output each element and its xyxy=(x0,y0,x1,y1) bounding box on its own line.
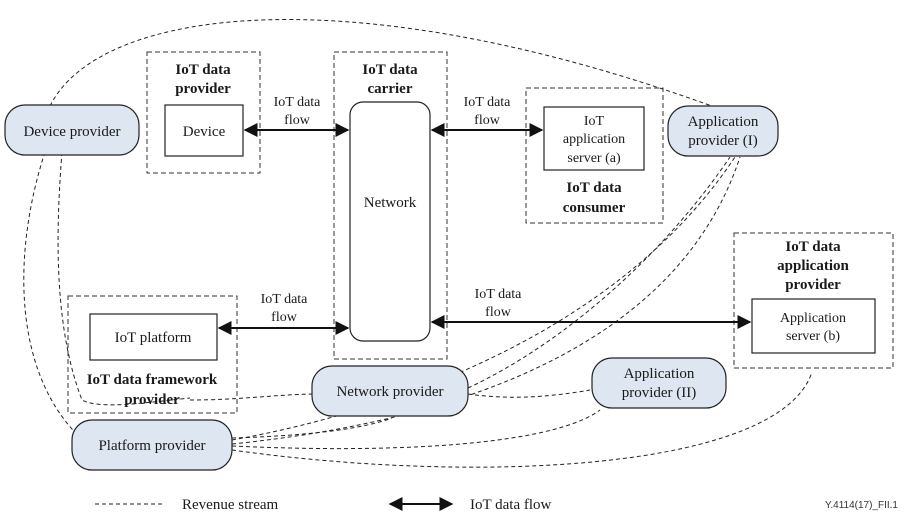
iot-platform-box xyxy=(89,313,218,361)
data-flows xyxy=(217,123,752,335)
app-provider-1-box xyxy=(667,105,779,157)
group-title-carrier-2: carrier xyxy=(368,81,413,97)
app-provider-1-label-2: provider (I) xyxy=(688,133,758,149)
group-box-provider xyxy=(146,51,261,174)
device-provider-label: Device provider xyxy=(23,124,120,140)
figure-id: Y.4114(17)_FII.1 xyxy=(825,500,898,511)
group-box-application-provider xyxy=(733,232,894,369)
app-server-b-label-2: server (b) xyxy=(786,329,840,344)
flow-label-network-server-a-2: flow xyxy=(474,113,501,128)
platform-provider-box xyxy=(71,419,233,471)
legend-flow-label: IoT data flow xyxy=(470,497,552,513)
group-title-carrier-1: IoT data xyxy=(362,62,418,78)
group-title-provider-1: IoT data xyxy=(175,62,231,78)
iot-app-server-a-box xyxy=(543,106,645,171)
network-label: Network xyxy=(364,195,417,211)
app-provider-2-label-2: provider (II) xyxy=(622,385,697,401)
network-provider-label: Network provider xyxy=(336,384,443,400)
group-title-framework-2: provider xyxy=(124,392,180,408)
revenue-netprov-to-app1 xyxy=(467,156,731,389)
flow-label-network-server-b-2: flow xyxy=(485,305,512,320)
revenue-streams xyxy=(23,19,813,468)
legend-revenue-label: Revenue stream xyxy=(182,497,279,513)
device-label: Device xyxy=(183,124,226,140)
revenue-platform-to-appserver xyxy=(231,371,813,468)
flow-label-platform-network-2: flow xyxy=(271,310,298,325)
revenue-device-to-framework xyxy=(57,151,191,406)
revenue-device-to-platform xyxy=(23,151,86,443)
platform-provider-label: Platform provider xyxy=(98,438,205,454)
flow-label-platform-network-1: IoT data xyxy=(261,292,309,307)
flow-label-network-server-a-1: IoT data xyxy=(464,95,512,110)
revenue-framework-to-netprov xyxy=(189,393,313,401)
iot-app-server-label-3: server (a) xyxy=(567,151,621,166)
device-box xyxy=(164,104,244,157)
revenue-platform-to-app1-b xyxy=(231,156,741,445)
network-box xyxy=(349,101,431,342)
revenue-platform-to-app1-a xyxy=(231,156,736,441)
device-provider-box xyxy=(4,104,140,156)
group-title-provider-2: provider xyxy=(175,81,231,97)
iot-platform-label: IoT platform xyxy=(115,330,192,346)
group-title-consumer-2: consumer xyxy=(563,200,626,216)
flow-label-device-network-1: IoT data xyxy=(274,95,322,110)
group-title-app-provider-3: provider xyxy=(785,277,841,293)
group-title-framework-1: IoT data framework xyxy=(87,372,218,388)
flow-label-device-network-2: flow xyxy=(284,113,311,128)
app-provider-1-label-1: Application xyxy=(688,114,759,130)
group-title-app-provider-2: application xyxy=(777,258,849,274)
group-box-consumer xyxy=(525,87,664,224)
iot-app-server-label-1: IoT xyxy=(584,114,605,129)
group-box-carrier xyxy=(333,51,448,360)
network-provider-box xyxy=(311,365,469,417)
app-provider-2-label-1: Application xyxy=(624,366,695,382)
revenue-netprov-to-app2 xyxy=(467,389,591,398)
revenue-device-to-app1 xyxy=(49,19,729,113)
flow-label-network-server-b-1: IoT data xyxy=(475,287,523,302)
app-provider-2-box xyxy=(591,357,727,409)
group-title-consumer-1: IoT data xyxy=(566,180,622,196)
legend: Revenue stream IoT data flow xyxy=(95,497,552,513)
app-server-b-label-1: Application xyxy=(780,311,846,326)
group-box-framework-provider xyxy=(67,295,238,414)
iot-app-server-label-2: application xyxy=(563,132,625,147)
app-server-b-box xyxy=(751,298,876,354)
group-title-app-provider-1: IoT data xyxy=(785,239,841,255)
